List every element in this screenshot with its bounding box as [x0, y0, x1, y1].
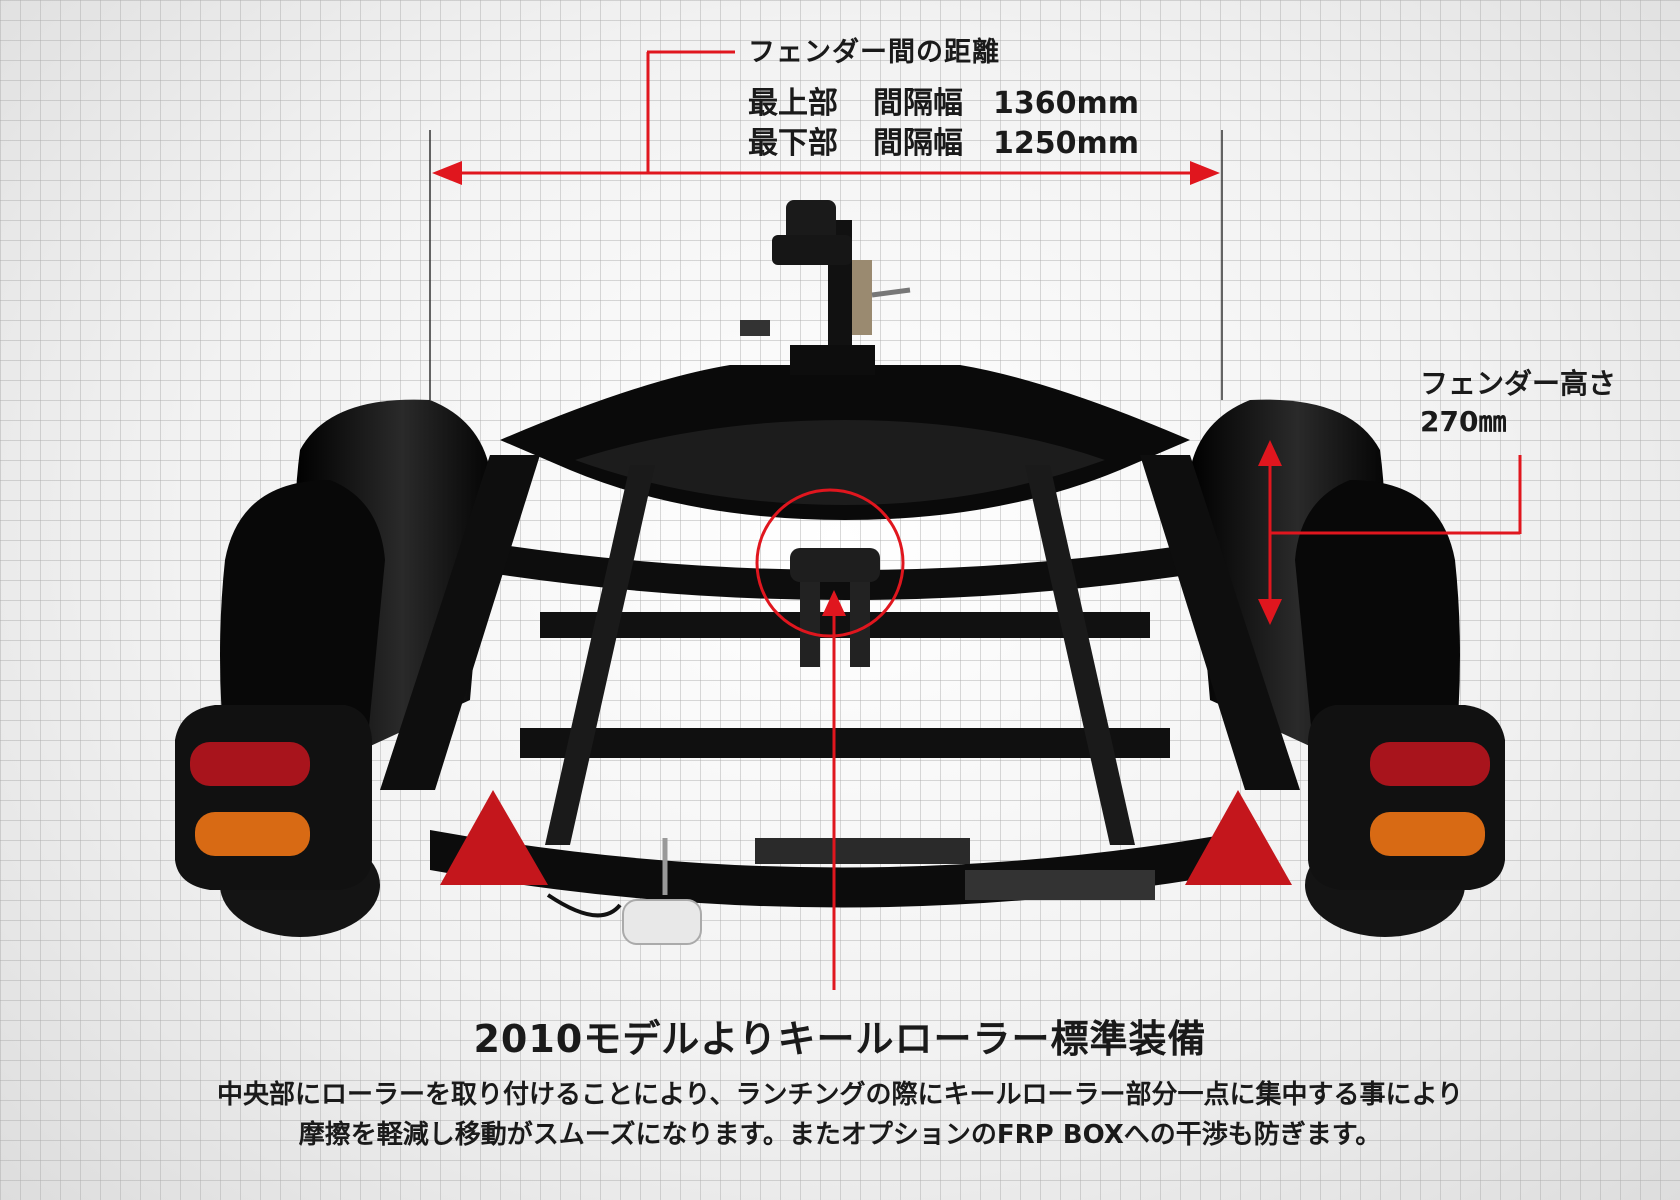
- tail-light-right-red: [1370, 742, 1490, 786]
- reflector-right: [1185, 790, 1292, 885]
- tail-light-left-amber: [195, 812, 310, 856]
- fender-top-sub: 間隔幅: [873, 86, 963, 121]
- winch-post: [740, 200, 911, 375]
- fender-bottom-row: 最下部間隔幅 1250mm: [748, 118, 1139, 162]
- bunk-rails: [380, 455, 1300, 845]
- trailer-bowl: [500, 365, 1190, 520]
- fender-top-value: 1360mm: [993, 86, 1140, 121]
- reflector-left: [440, 790, 548, 885]
- keel-roller-headline: 2010モデルよりキールローラー標準装備: [473, 1017, 1207, 1061]
- fender-height-annotation: [1258, 440, 1522, 625]
- tail-light-right-amber: [1370, 812, 1485, 856]
- fender-bottom-sub: 間隔幅: [873, 126, 963, 161]
- keel-roller: [790, 548, 880, 667]
- fender-bottom-label: 最下部: [748, 126, 838, 161]
- fender-height-title: フェンダー高さ: [1420, 367, 1617, 400]
- license-lamp: [546, 838, 702, 945]
- fender-top-row: 最上部間隔幅 1360mm: [748, 78, 1139, 122]
- cross-members: [430, 540, 1250, 908]
- keel-roller-annotation: [755, 488, 905, 990]
- keel-roller-description-line2: 摩擦を軽減し移動がスムーズになります。またオプションのFRP BOXへの干渉も防…: [298, 1120, 1382, 1150]
- fender-height-value: 270㎜: [1420, 405, 1507, 438]
- fender-distance-annotation: [429, 50, 1223, 400]
- tail-light-left-red: [190, 742, 310, 786]
- keel-roller-description-line1: 中央部にローラーを取り付けることにより、ランチングの際にキールローラー部分一点に…: [217, 1080, 1463, 1110]
- fender-distance-title: フェンダー間の距離: [748, 37, 1000, 68]
- fender-top-label: 最上部: [748, 86, 838, 121]
- fender-bottom-value: 1250mm: [993, 126, 1140, 161]
